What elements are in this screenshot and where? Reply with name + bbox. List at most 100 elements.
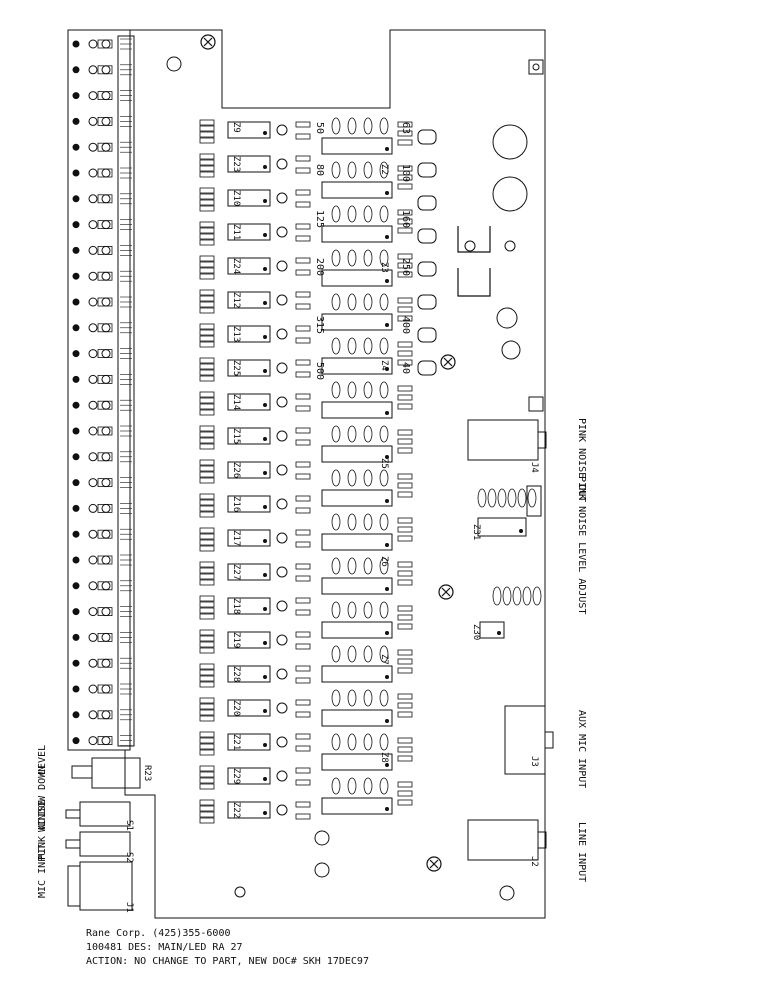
resistor	[295, 507, 311, 514]
ic-label: Z31	[471, 524, 481, 541]
capacitor	[276, 192, 288, 204]
capacitor	[501, 340, 521, 360]
resistor	[199, 703, 215, 710]
ic-label: Z17	[231, 530, 241, 547]
resistor	[397, 359, 413, 366]
resistor	[397, 403, 413, 410]
resistor	[397, 482, 413, 489]
resistor	[199, 527, 215, 534]
footer-company: Rane Corp. (425)355-6000	[86, 928, 231, 939]
resistor	[199, 323, 215, 330]
led-row	[72, 709, 132, 721]
resistor	[397, 746, 413, 753]
resistor	[199, 647, 215, 654]
led-row	[72, 735, 132, 746]
ic-outline	[321, 225, 393, 243]
resistor	[397, 297, 413, 304]
resistor	[397, 473, 413, 480]
resistor	[397, 737, 413, 744]
resistor	[199, 431, 215, 438]
resistor	[199, 205, 215, 212]
resistor	[199, 465, 215, 472]
pin1-dot	[263, 199, 267, 203]
capacitor	[492, 124, 528, 160]
resistor	[397, 667, 413, 674]
resistor	[199, 669, 215, 676]
capacitor	[276, 464, 288, 476]
resistor	[397, 438, 413, 445]
resistor	[397, 658, 413, 665]
resistor	[199, 499, 215, 506]
resistor	[199, 409, 215, 416]
freq-label: 250	[400, 258, 411, 277]
label-aux-mic-input: AUX MIC INPUT	[576, 710, 587, 789]
resistor	[295, 223, 311, 230]
film-capacitor	[331, 381, 341, 399]
inductor	[417, 195, 437, 211]
resistor	[397, 429, 413, 436]
resistor	[199, 579, 215, 586]
film-capacitor	[379, 689, 389, 707]
ic-outline	[321, 577, 393, 595]
ic-outline	[227, 801, 271, 819]
resistor	[199, 403, 215, 410]
film-capacitor	[331, 337, 341, 355]
resistor	[295, 393, 311, 400]
led-row	[72, 374, 132, 385]
pin1-dot	[497, 631, 501, 635]
resistor	[199, 125, 215, 132]
resistor	[199, 613, 215, 620]
resistor	[295, 597, 311, 604]
resistor	[397, 649, 413, 656]
ic-label: Z3	[379, 262, 389, 273]
film-capacitor	[363, 293, 373, 311]
ic-outline	[227, 495, 271, 513]
film-capacitor	[363, 733, 373, 751]
resistor	[397, 561, 413, 568]
led-row	[72, 116, 132, 127]
pin1-dot	[263, 539, 267, 543]
capacitor	[276, 124, 288, 136]
led-row	[72, 606, 132, 617]
ic-label: Z24	[231, 258, 241, 275]
film-capacitor	[347, 117, 357, 135]
ic-label: Z9	[231, 122, 241, 133]
resistor	[199, 171, 215, 178]
film-capacitor	[363, 645, 373, 663]
resistor	[199, 573, 215, 580]
led-row	[72, 348, 132, 359]
resistor	[397, 623, 413, 630]
capacitor	[314, 830, 330, 846]
ic-label: Z30	[471, 624, 481, 641]
film-capacitor	[347, 469, 357, 487]
inductor	[417, 129, 437, 145]
capacitor	[492, 176, 528, 212]
ic-label: Z2	[379, 164, 389, 175]
ic-outline	[227, 529, 271, 547]
resistor	[199, 641, 215, 648]
resistor	[295, 325, 311, 332]
capacitor	[499, 885, 515, 901]
ic-label: Z28	[231, 666, 241, 683]
resistor	[295, 529, 311, 536]
resistor	[199, 301, 215, 308]
pin1-dot	[385, 235, 389, 239]
pin1-dot	[263, 301, 267, 305]
resistor	[397, 579, 413, 586]
resistor	[295, 473, 311, 480]
resistor	[199, 533, 215, 540]
resistor	[397, 174, 413, 181]
resistor	[295, 201, 311, 208]
ic-outline	[477, 517, 527, 537]
resistor	[397, 711, 413, 718]
ic-label: Z29	[231, 768, 241, 785]
ic-outline	[227, 121, 271, 139]
resistor	[295, 155, 311, 162]
resistor	[397, 218, 413, 225]
film-capacitor	[379, 557, 389, 575]
resistor	[199, 239, 215, 246]
capacitor	[234, 886, 246, 898]
ic-label: Z16	[231, 496, 241, 513]
film-capacitor	[347, 777, 357, 795]
resistor	[295, 495, 311, 502]
